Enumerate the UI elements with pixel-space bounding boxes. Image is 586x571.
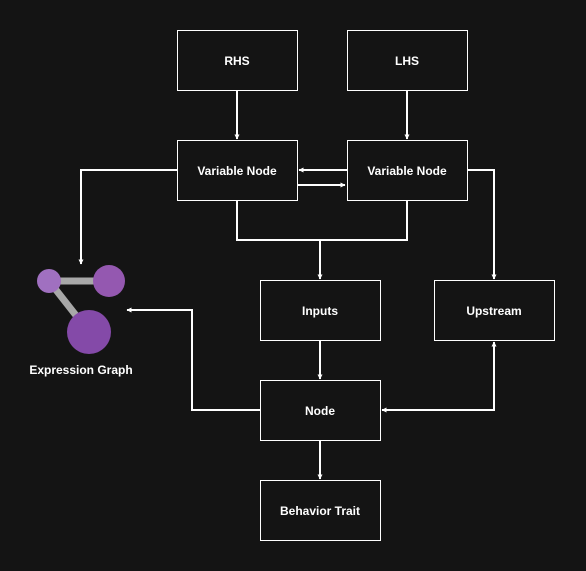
label-upstream: Upstream — [466, 304, 521, 318]
graph-icon-node-large — [67, 310, 111, 354]
label-inputs: Inputs — [302, 304, 338, 318]
graph-icon-node-medium — [93, 265, 125, 297]
label-variable-node-left: Variable Node — [197, 164, 277, 178]
box-behavior-trait — [260, 480, 381, 541]
box-lhs — [347, 30, 468, 91]
connector-variable-node-to-expression-graph — [78, 169, 177, 265]
connector-node-to-expression-graph — [126, 307, 260, 411]
expression-graph-label: Expression Graph — [29, 363, 132, 377]
connector-variable-node-left-merge — [236, 200, 408, 241]
box-rhs — [177, 30, 298, 91]
box-variable-node-right — [347, 140, 468, 201]
label-node: Node — [305, 404, 335, 418]
label-rhs: RHS — [224, 54, 249, 68]
box-inputs — [260, 280, 381, 341]
box-upstream — [434, 280, 555, 341]
label-behavior-trait: Behavior Trait — [280, 504, 360, 518]
box-variable-node-left — [177, 140, 298, 201]
connector-variable-node-right-to-upstream — [467, 169, 497, 280]
graph-icon-node-small — [37, 269, 61, 293]
label-lhs: LHS — [395, 54, 419, 68]
box-node — [260, 380, 381, 441]
label-variable-node-right: Variable Node — [367, 164, 447, 178]
graph-icon — [37, 265, 125, 354]
connector-node-upstream — [381, 341, 497, 413]
